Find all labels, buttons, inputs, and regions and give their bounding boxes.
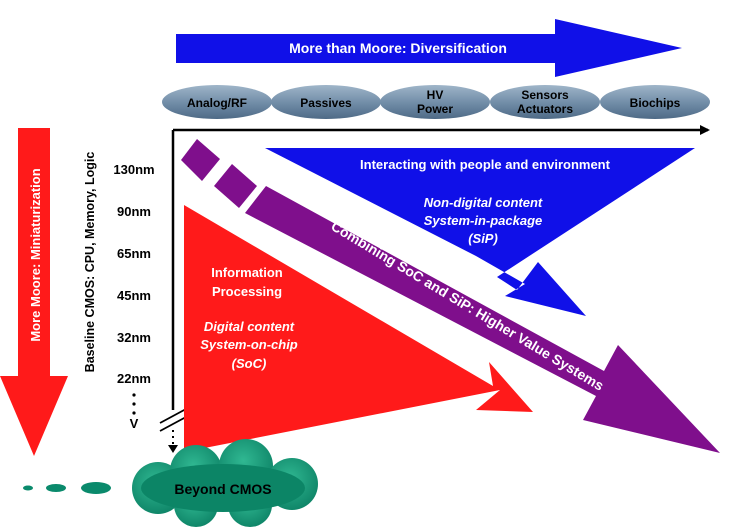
axis-break-mark [159,416,187,432]
node-label: 22nm [117,371,151,386]
interacting-arrow [265,148,695,316]
axis-down-arrowhead [168,445,178,453]
combining-arrow [245,186,720,453]
baseline-label: Baseline CMOS: CPU, Memory, Logic [83,152,97,373]
information-line2: System-on-chip [200,337,298,352]
pill-passives: Passives [271,85,381,119]
pill-hv-power: HV Power [380,85,490,119]
pill-label-line1: HV [427,88,444,102]
interacting-line1: Non-digital content [424,195,543,210]
pill-biochips: Biochips [600,85,710,119]
node-label: 45nm [117,288,151,303]
pill-label: Biochips [630,96,681,110]
continuation-dot [132,402,136,406]
interacting-line3: (SiP) [468,231,498,246]
more-moore-label: More Moore: Miniaturization [28,168,43,341]
continuation-dot [132,411,136,415]
node-label: 32nm [117,330,151,345]
beyond-cmos-label: Beyond CMOS [174,481,271,497]
combining-dash-2 [214,164,257,208]
node-label: 90nm [117,204,151,219]
node-label: 130nm [113,162,154,177]
interacting-line2: System-in-package [424,213,543,228]
information-processing-shape [184,205,533,452]
pill-label-line1: Sensors [521,88,569,102]
continuation-mark: V [130,416,139,431]
bubble-small [23,485,33,491]
node-labels: 130nm 90nm 65nm 45nm 32nm 22nm V [113,162,154,431]
node-label: 65nm [117,246,151,261]
axis-break-mark [159,408,187,424]
pill-label-line2: Power [417,102,453,116]
more-moore-arrow [0,128,68,456]
more-than-moore-arrow [176,19,682,77]
information-title1: Information [211,265,283,280]
continuation-dot [132,393,136,397]
pill-label-line2: Actuators [517,102,573,116]
information-line1: Digital content [204,319,295,334]
pill-label: Analog/RF [187,96,247,110]
pill-label: Passives [300,96,352,110]
bubble-medium [46,484,66,492]
interacting-title: Interacting with people and environment [360,157,611,172]
information-line3: (SoC) [232,356,267,371]
pill-analog-rf: Analog/RF [162,85,272,119]
beyond-cmos-cloud: Beyond CMOS [132,439,318,527]
pill-sensors-actuators: Sensors Actuators [490,85,600,119]
more-than-moore-title: More than Moore: Diversification [289,40,507,56]
bubble-large [81,482,111,494]
information-title2: Processing [212,284,282,299]
combining-dash-1 [181,139,220,181]
